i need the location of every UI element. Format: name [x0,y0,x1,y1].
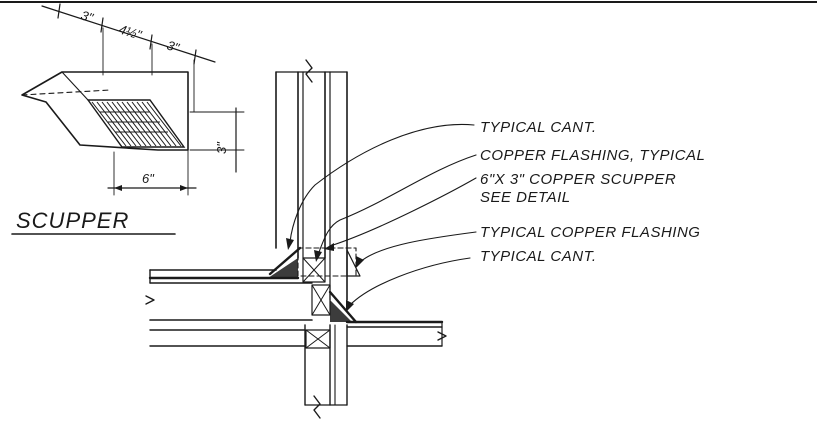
dim-bottom: 6" [142,171,155,186]
callouts: TYPICAL CANT. COPPER FLASHING, TYPICAL 6… [480,119,705,265]
callout-copper-flashing: COPPER FLASHING, TYPICAL [480,147,705,164]
scupper-box-outline [21,71,189,151]
upper-cant [268,258,298,278]
callout-cant-lower: TYPICAL CANT. [480,248,597,265]
callout-cant-upper: TYPICAL CANT. [480,119,597,136]
dim-height: 3" [214,141,229,154]
scupper-top-dimension-line [41,5,216,63]
dim-top-right: 3" [165,38,182,56]
scupper-title: SCUPPER [16,208,129,233]
scupper-detail: 3" 4½" 3" 3" 6" SCUPPER [11,3,245,235]
leader-lines [286,123,477,312]
callout-scupper-size: 6"X 3" COPPER SCUPPER [480,171,676,188]
scupper-hatching [91,101,182,147]
blocking-marks [302,257,331,349]
callout-copper-flashing-typical: TYPICAL COPPER FLASHING [480,224,700,241]
wall-roof-section [145,59,447,419]
lower-cant [330,300,352,322]
callout-see-detail: SEE DETAIL [480,189,571,206]
dim-top-middle: 4½" [117,22,144,43]
